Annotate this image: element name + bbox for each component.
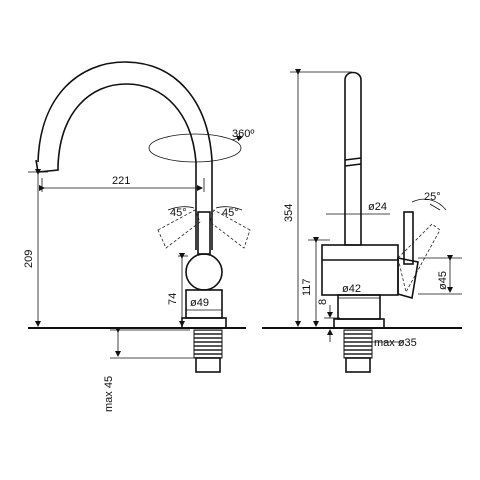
top-diameter-label: ø24 — [368, 201, 387, 213]
side-lever — [403, 211, 414, 265]
spout-tip — [35, 159, 59, 173]
spout-height-label: 209 — [23, 250, 35, 268]
spout-outer — [37, 61, 213, 163]
shank-nut-front — [195, 357, 221, 373]
reach-label: 221 — [112, 175, 130, 187]
side-base — [337, 294, 381, 320]
max-counter-label: max 45 — [103, 376, 115, 412]
body-diameter-label: ø49 — [190, 297, 209, 309]
swivel-ellipse — [148, 133, 242, 163]
lever-ghost-right — [209, 209, 251, 249]
base-plate — [181, 317, 227, 329]
lever-left-angle-label: 45° — [170, 207, 187, 219]
front-view: 360º 45° 45° 221 209 74 ø49 — [23, 61, 254, 412]
body-side-diameter-label: ø45 — [437, 271, 449, 290]
faucet-body — [185, 253, 223, 291]
body-height-label: 74 — [167, 293, 179, 305]
lever-right-angle-label: 45° — [222, 207, 239, 219]
spout-inner — [57, 83, 197, 167]
base-diameter-label: ø42 — [342, 283, 361, 295]
swivel-label: 360º — [232, 128, 254, 140]
lever — [197, 211, 211, 255]
lever-tilt-label: 25° — [424, 191, 441, 203]
base-offset-label: 8 — [317, 299, 329, 305]
side-lever-ghost — [397, 223, 441, 294]
total-height-label: 354 — [283, 204, 295, 222]
side-handle — [397, 257, 419, 300]
threaded-shank-front — [193, 329, 223, 359]
lever-ghost-left — [157, 209, 201, 249]
side-view: 25° ø24 354 117 8 ø42 ø45 max — [283, 69, 462, 373]
shank-nut-side — [345, 357, 371, 373]
side-base-plate — [333, 318, 385, 329]
hole-diameter-label: max ø35 — [374, 337, 417, 349]
side-height-label: 117 — [301, 278, 313, 296]
threaded-shank-side — [343, 329, 373, 359]
